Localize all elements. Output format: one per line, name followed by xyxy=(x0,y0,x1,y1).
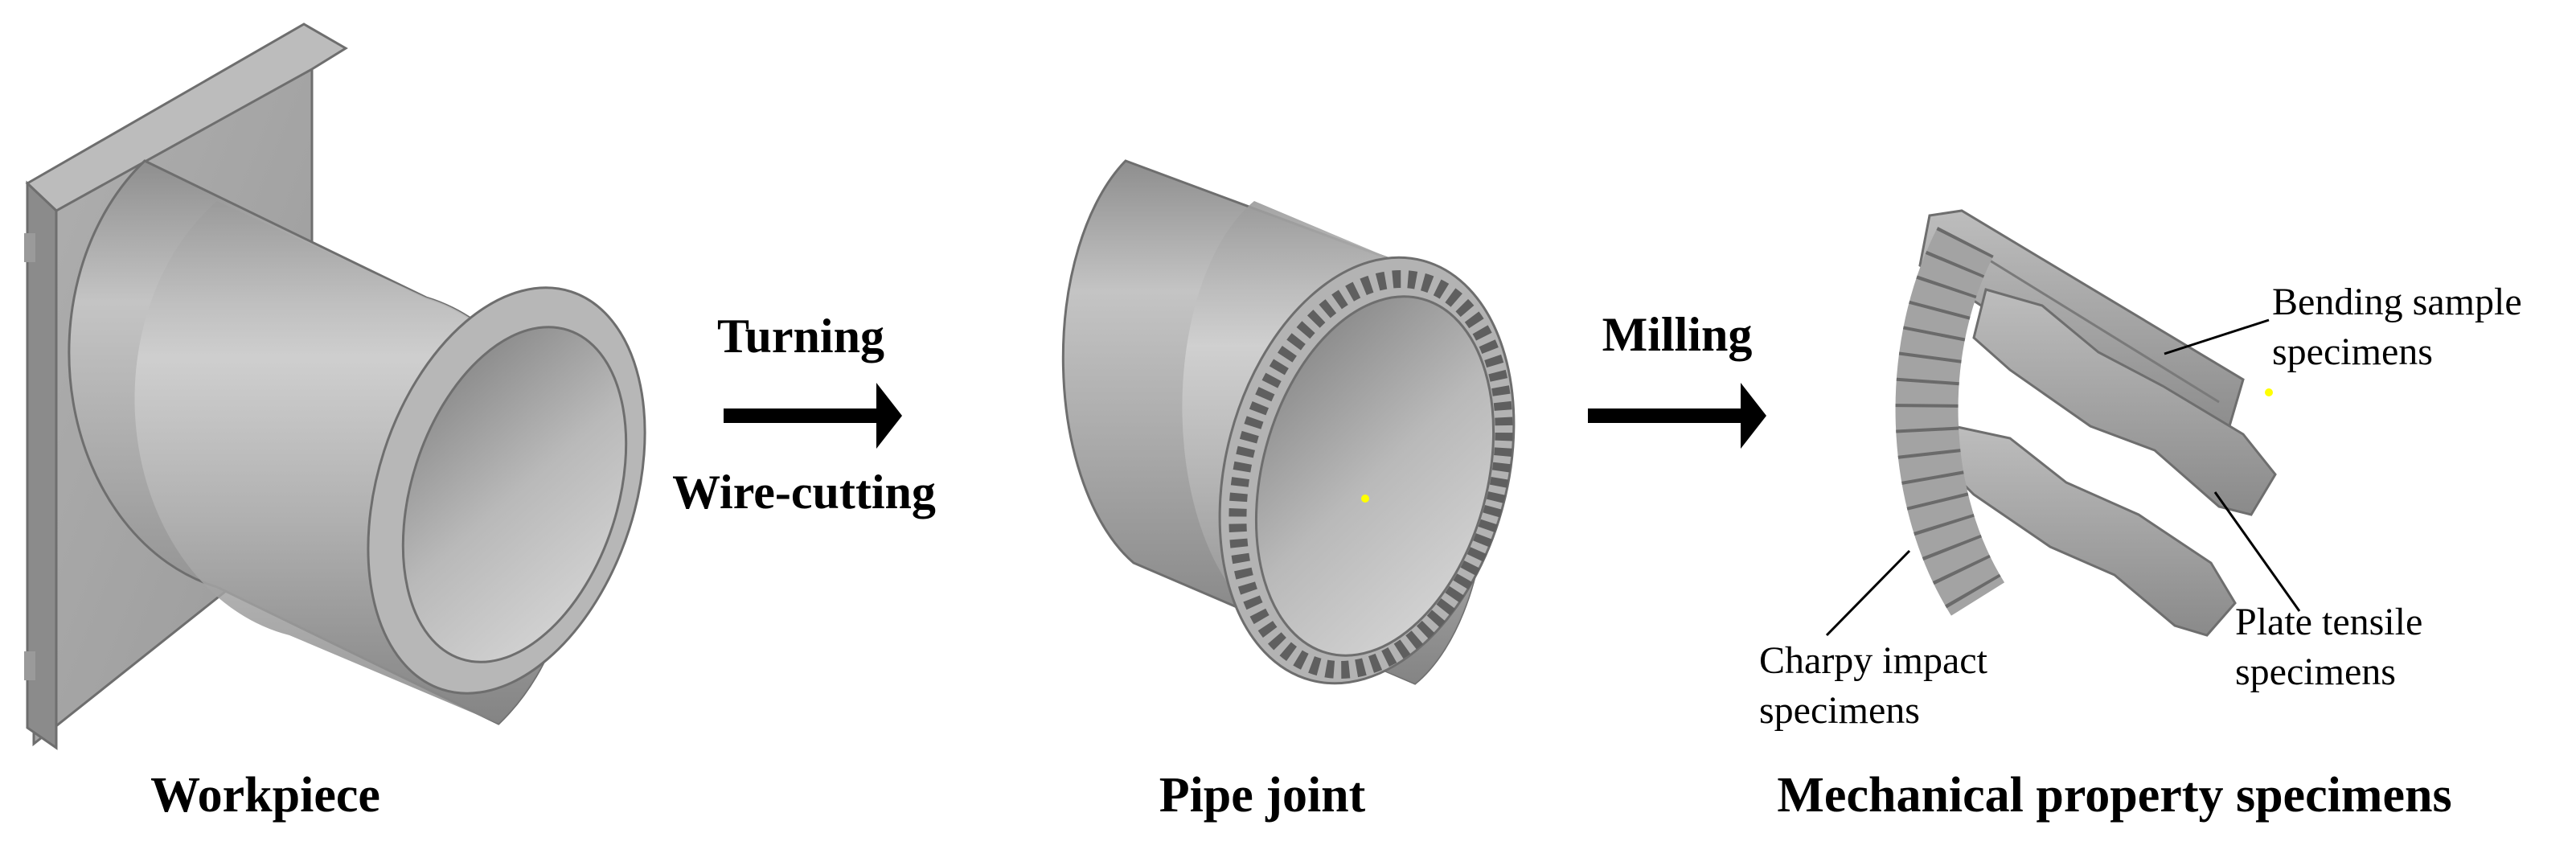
tensile-annotation-line2: specimens xyxy=(2235,651,2396,693)
specimens-model xyxy=(1895,209,2277,637)
step-turning-label: Turning xyxy=(717,310,884,363)
bending-leader-line xyxy=(2164,318,2270,355)
tensile-specimen-1 xyxy=(1972,288,2277,516)
tensile-leader-line xyxy=(2213,491,2301,612)
pipe-joint-model xyxy=(1061,159,1516,685)
pipe-joint-marker xyxy=(1361,495,1369,503)
workpiece-bore xyxy=(401,326,628,663)
tensile-specimen-2 xyxy=(1940,425,2237,637)
bending-sample-marker xyxy=(2265,388,2273,396)
charpy-annotation-line1: Charpy impact xyxy=(1759,639,1987,682)
bending-annotation-line1: Bending sample xyxy=(2272,281,2522,323)
caption-workpiece: Workpiece xyxy=(150,768,380,823)
workpiece-plate-notch-top xyxy=(24,233,35,262)
pipe-joint-bore xyxy=(1254,295,1495,657)
caption-specimens: Mechanical property specimens xyxy=(1777,768,2452,823)
caption-pipe-joint: Pipe joint xyxy=(1159,768,1366,823)
pipe-joint-serrated-ring xyxy=(1229,269,1513,679)
workpiece-plate-side xyxy=(26,180,58,750)
arrow-turning xyxy=(724,383,902,449)
charpy-leader-line xyxy=(1825,549,1911,637)
step-wire-cutting-label: Wire-cutting xyxy=(672,466,936,519)
charpy-specimens-arc xyxy=(1895,227,2005,616)
tensile-annotation-line1: Plate tensile xyxy=(2235,601,2423,643)
charpy-annotation-line2: specimens xyxy=(1759,689,1920,732)
arrow-milling xyxy=(1588,383,1766,449)
bending-annotation-line2: specimens xyxy=(2272,330,2433,373)
workpiece-model xyxy=(24,23,646,750)
step-milling-label: Milling xyxy=(1602,308,1753,361)
workpiece-plate-notch-bottom xyxy=(24,651,35,680)
